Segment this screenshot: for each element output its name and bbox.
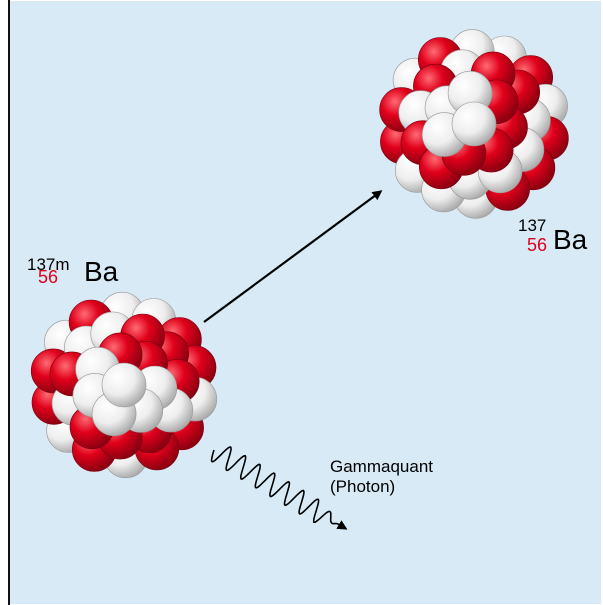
before-mass-number: 137m	[27, 255, 70, 274]
after-mass-number: 137	[518, 216, 547, 235]
after-element-symbol: Ba	[553, 224, 588, 255]
after-atomic-number: 56	[527, 235, 548, 255]
arrow-icon	[203, 190, 383, 323]
neutron-sphere	[101, 362, 147, 408]
before-atomic-number: 56	[38, 267, 59, 287]
neutron-sphere	[451, 101, 497, 147]
before-element-symbol: Ba	[84, 256, 119, 287]
gamma-label-line1: Gammaquant	[330, 457, 433, 476]
barium-137-nucleus	[379, 29, 569, 219]
gamma-label-line2: (Photon)	[330, 476, 396, 496]
wavy-arrow-icon	[210, 446, 348, 530]
barium-137m-nucleus	[30, 291, 218, 479]
gamma-label: Gammaquant (Photon)	[330, 457, 433, 496]
